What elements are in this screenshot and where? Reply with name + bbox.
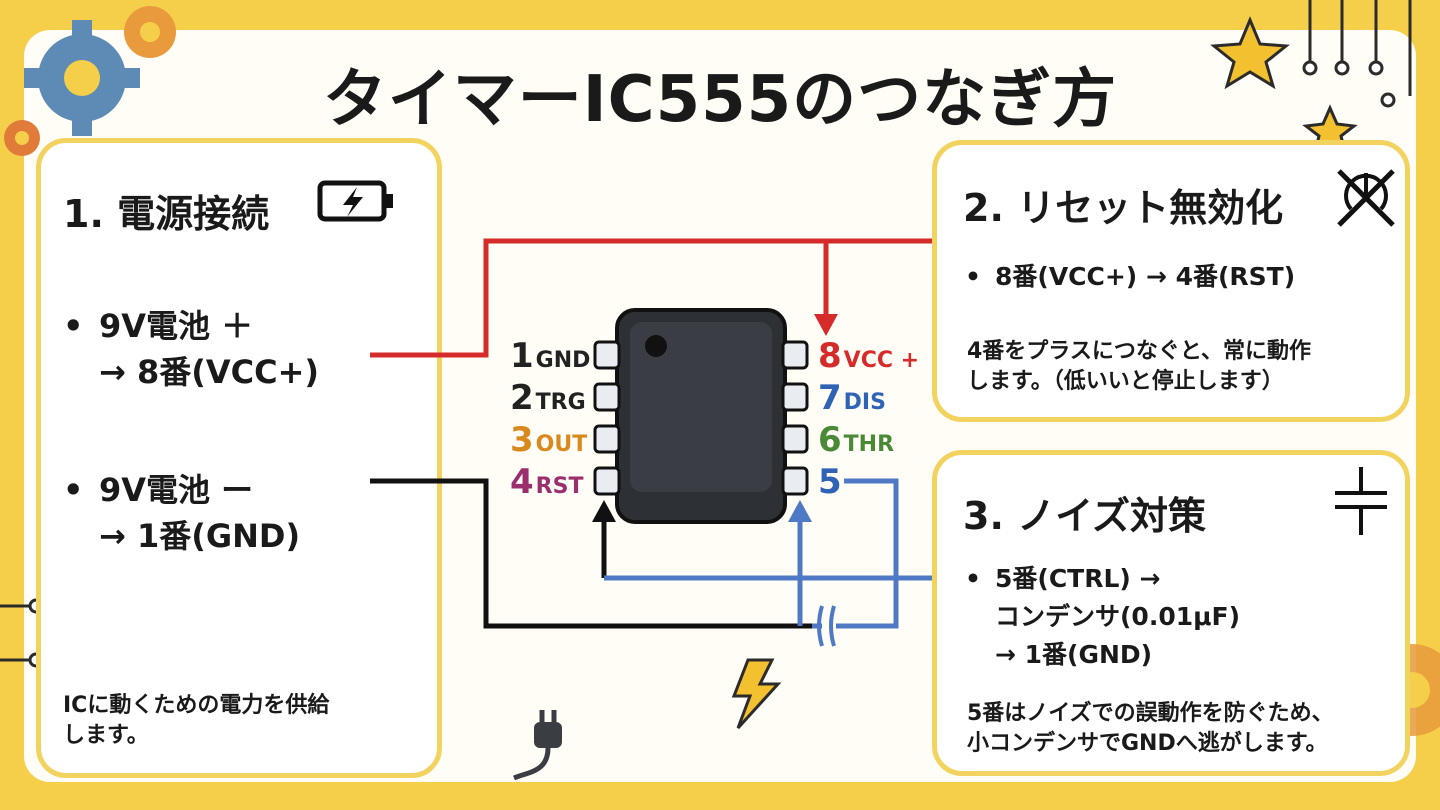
noise-bullet-line2: コンデンサ(0.01μF)	[995, 602, 1241, 631]
bullet-dot: •	[965, 564, 981, 593]
noise-note: 5番はノイズでの誤動作を防ぐため、 小コンデンサでGNDへ逃がします。	[967, 701, 1334, 756]
reset-disabled-icon	[1337, 169, 1395, 227]
pin-number: 2	[510, 378, 534, 418]
pin-label-right-5: 5	[818, 462, 844, 502]
pin-number: 7	[818, 378, 842, 418]
battery-charging-icon	[317, 180, 393, 222]
reset-note: 4番をプラスにつなぐと、常に動作 します。（低いいと停止します）	[967, 339, 1311, 394]
chip-pins-right	[781, 340, 809, 496]
circuit-trace-decoration	[1302, 0, 1412, 108]
reset-disable-card: 2. リセット無効化 • 8番(VCC+) → 4番(RST) 4番をプラスにつ…	[932, 140, 1410, 422]
pin-name: OUT	[535, 432, 588, 457]
bullet-dot: •	[965, 262, 981, 291]
noise-heading: 3. ノイズ対策	[963, 494, 1206, 538]
power-note: ICに動くための電力を供給 します。	[63, 693, 330, 748]
black-gnd-wire	[370, 478, 812, 629]
pin-label-left-1: 1GND	[510, 336, 590, 376]
battery-minus-target: → 1番(GND)	[99, 517, 301, 555]
reset-heading: 2. リセット無効化	[963, 186, 1284, 230]
noise-bullet-line3: → 1番(GND)	[995, 640, 1153, 669]
noise-filter-card: 3. ノイズ対策 • 5番(CTRL) → コンデンサ(0.01μF) → 1番…	[932, 450, 1410, 776]
power-heading: 1. 電源接続	[63, 192, 270, 236]
pin-number: 5	[818, 462, 842, 502]
pin-number: 6	[818, 420, 842, 460]
reset-bullet: 8番(VCC+) → 4番(RST)	[995, 262, 1296, 291]
pin-name: DIS	[843, 390, 886, 415]
pin-name: TRG	[535, 390, 586, 415]
pin-name: GND	[535, 348, 591, 373]
pin-label-right-7: 7DIS	[818, 378, 886, 418]
pin-name: RST	[535, 474, 584, 499]
battery-plus-target: → 8番(VCC+)	[99, 353, 320, 391]
capacitor-symbol	[812, 605, 836, 647]
chip-pins-left	[593, 340, 621, 496]
pin-label-left-4: 4RST	[510, 462, 583, 502]
red-vcc-wire	[370, 238, 932, 358]
gear-icon	[24, 20, 140, 136]
blue-pin5-wire	[836, 478, 899, 629]
battery-plus-text: 9V電池 ＋	[99, 307, 254, 345]
bullet-dot: •	[63, 307, 84, 345]
pin-number: 1	[510, 336, 534, 376]
star-icon	[1210, 16, 1290, 90]
pin-name: THR	[843, 432, 895, 457]
pin-name: VCC +	[843, 348, 920, 373]
pin-label-left-2: 2TRG	[510, 378, 586, 418]
chip-pin1-marker	[645, 335, 667, 357]
pin-label-right-8: 8VCC +	[818, 336, 919, 376]
red-arrow-head	[814, 314, 838, 336]
black-arrow-head	[592, 500, 616, 522]
battery-minus-text: 9V電池 ー	[99, 471, 254, 509]
gear-icon	[124, 6, 176, 58]
pin-number: 8	[818, 336, 842, 376]
chip-top-face	[630, 322, 772, 492]
plug-icon	[513, 710, 562, 781]
noise-bullet-line1: 5番(CTRL) →	[995, 564, 1161, 593]
blue-arrow-head	[788, 500, 812, 522]
pin-number: 3	[510, 420, 534, 460]
bullet-dot: •	[63, 471, 84, 509]
power-connection-card: 1. 電源接続 • 9V電池 ＋ → 8番(VCC+) • 9V電池 ー → 1…	[36, 138, 442, 778]
pin-label-left-3: 3OUT	[510, 420, 587, 460]
lightning-icon	[731, 658, 782, 730]
capacitor-icon	[1335, 467, 1387, 535]
pin-number: 4	[510, 462, 534, 502]
pin-label-right-6: 6THR	[818, 420, 894, 460]
page-title: タイマーIC555のつなぎ方	[322, 63, 1118, 137]
gear-icon	[4, 120, 40, 156]
